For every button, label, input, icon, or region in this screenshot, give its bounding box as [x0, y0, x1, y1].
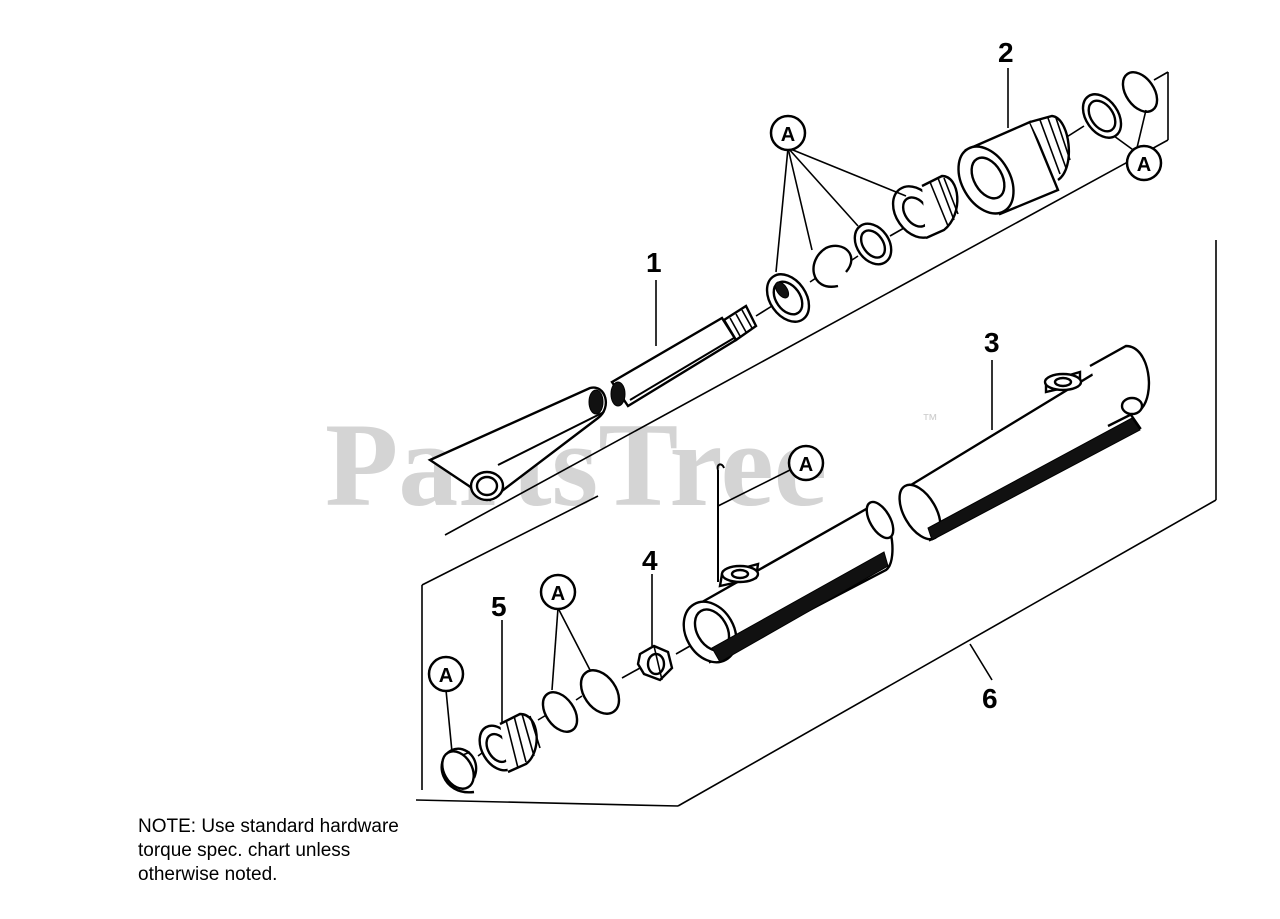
callout-a-lower-left: A [427, 655, 465, 693]
svg-text:A: A [1137, 154, 1151, 176]
torque-note: NOTE: Use standard hardware torque spec.… [138, 816, 399, 885]
trademark-symbol: ™ [922, 412, 938, 429]
upper-seals [765, 174, 959, 323]
part-number-2: 2 [998, 37, 1014, 68]
upper-orings [1081, 71, 1159, 139]
part-number-3: 3 [984, 327, 1000, 358]
upper-assembly-bracket [444, 71, 1169, 536]
svg-text:A: A [799, 454, 813, 476]
svg-text:A: A [439, 665, 453, 687]
snap-ring [440, 747, 478, 794]
lower-assembly-bracket [415, 240, 1217, 807]
callout-a-middle: A [787, 444, 825, 482]
part-number-6: 6 [982, 683, 998, 714]
cylinder-barrel-front [682, 463, 895, 664]
part-number-5: 5 [491, 591, 507, 622]
svg-text:A: A [781, 124, 795, 146]
callout-a-right: A [1125, 144, 1163, 182]
part-number-4: 4 [642, 545, 658, 576]
gland-housing [957, 114, 1071, 216]
svg-text:A: A [551, 583, 565, 605]
cylinder-barrel [898, 344, 1151, 542]
part-number-1: 1 [646, 247, 662, 278]
leader-lines [445, 68, 1147, 753]
hex-nut [636, 644, 674, 682]
piston-assembly [478, 669, 621, 774]
callout-a-lower: A [539, 573, 577, 611]
piston-rod [427, 304, 758, 502]
callout-a-upper: A [769, 114, 807, 152]
